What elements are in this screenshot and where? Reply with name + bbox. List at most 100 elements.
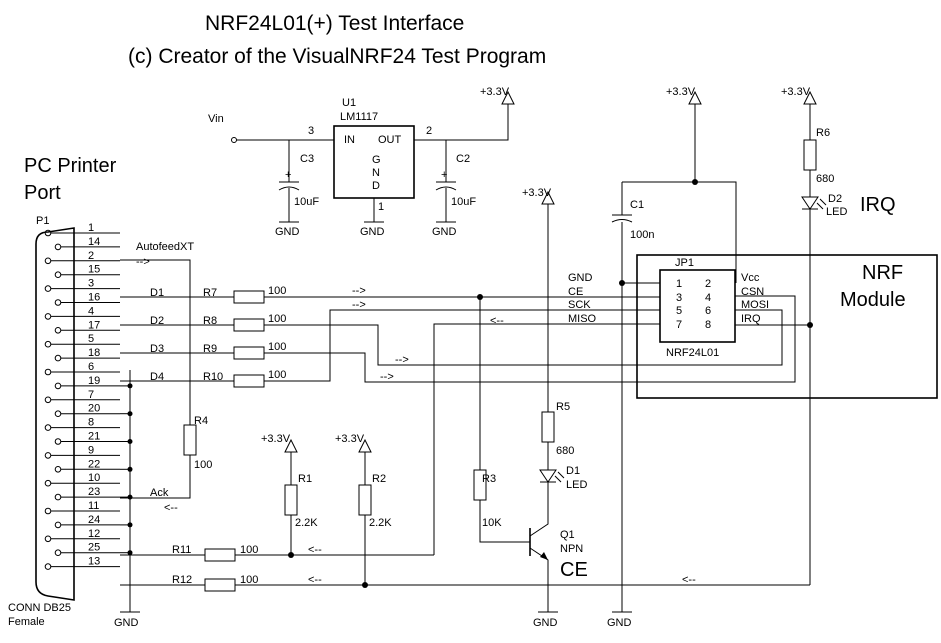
r9-val: 100 (268, 341, 286, 353)
r10-ref: R10 (203, 371, 223, 383)
c1-val: 100n (630, 229, 654, 241)
jp1-right-label: MOSI (741, 299, 769, 311)
lm1117-regulator: U1 LM1117 IN OUT G N D 3 2 1 (308, 97, 432, 213)
pin-hole (54, 243, 62, 251)
jp1-right-label: IRQ (741, 313, 761, 325)
pin-hole (44, 368, 52, 376)
r1-resistor (284, 484, 298, 516)
c1-ref: C1 (630, 199, 644, 211)
gnd-junction (127, 411, 133, 417)
r10-resistor (233, 374, 265, 388)
v33-reg: +3.3V (480, 86, 510, 98)
r11-resistor (204, 548, 236, 562)
r5-ref: R5 (556, 401, 570, 413)
pin-hole (44, 257, 52, 265)
pin-number: 2 (88, 250, 94, 262)
c2-ref: C2 (456, 153, 470, 165)
v33-r6: +3.3V (781, 86, 811, 98)
r9-ref: R9 (203, 343, 217, 355)
pin-number: 8 (88, 417, 94, 429)
r11-ref: R11 (172, 544, 191, 556)
title-line-2: (c) Creator of the VisualNRF24 Test Prog… (128, 45, 546, 68)
autofeed-arrow: --> (136, 256, 150, 268)
r1-ref: R1 (298, 473, 312, 485)
autofeed-wire (120, 259, 191, 425)
pin-number: 12 (88, 528, 100, 540)
conn-gender: Female (8, 616, 45, 628)
r12-ref: R12 (172, 574, 192, 586)
jp1-pin-3: 3 (676, 292, 682, 304)
d2-val: LED (826, 206, 847, 218)
pin-hole (44, 452, 52, 459)
u1-part: LM1117 (340, 111, 378, 123)
title-line-1: NRF24L01(+) Test Interface (205, 12, 464, 35)
r6-val: 680 (816, 173, 834, 185)
pin-leads (51, 232, 120, 568)
irq-label: IRQ (860, 194, 896, 216)
pin-number: 6 (88, 361, 94, 373)
ack-label: Ack (150, 487, 169, 499)
r4-ref: R4 (194, 415, 208, 427)
pin-hole (54, 271, 62, 279)
return-lines (120, 548, 810, 592)
d2-label: D2 (150, 315, 164, 327)
jp1-pin-8: 8 (705, 319, 711, 331)
jp1-header (659, 269, 736, 343)
c3-plus: + (285, 169, 291, 181)
db25-connector: PC Printer Port P1 CONN DB25 Female 1142… (8, 155, 120, 628)
c3-capacitor: C3 + 10uF GND (275, 140, 319, 238)
pin-hole (54, 466, 62, 473)
pin-number: 22 (88, 458, 100, 470)
jp1-pin-5: 5 (676, 305, 682, 317)
r7-resistor (233, 290, 265, 304)
pin-hole (54, 438, 62, 445)
arrow-irq: <-- (682, 574, 696, 586)
r11-val: 100 (240, 544, 258, 556)
pin-hole (44, 563, 52, 570)
pin-numbers: 1142153164175186197208219221023112412251… (88, 222, 100, 568)
jp1-left-label: SCK (568, 299, 591, 311)
gnd-label-q1: GND (533, 617, 558, 629)
pin-number: 5 (88, 333, 94, 345)
gnd-junction (127, 439, 133, 444)
ack-wire (120, 455, 191, 499)
c2-capacitor: C2 + 10uF GND (432, 140, 476, 238)
pin-number: 17 (88, 319, 100, 331)
c3-ref: C3 (300, 153, 314, 165)
gnd-junction (127, 494, 133, 500)
pin-number: 10 (88, 472, 100, 484)
autofeed-label: AutofeedXT (136, 241, 194, 253)
db25-shell (35, 227, 75, 601)
d1-ref: D1 (566, 465, 580, 477)
u1-pin3: 3 (308, 125, 314, 137)
u1-pin1: 1 (378, 201, 384, 213)
r7-ref: R7 (203, 287, 217, 299)
v33-c1: +3.3V (666, 86, 696, 98)
module-gnd-wire (621, 282, 660, 612)
pin-hole (54, 299, 62, 306)
pin-number: 7 (88, 389, 94, 401)
port-ref: P1 (36, 215, 49, 227)
r5-resistor (541, 411, 555, 443)
port-label-2: Port (24, 182, 61, 204)
gnd-junction (127, 383, 133, 389)
r7-val: 100 (268, 285, 286, 297)
r2-resistor (358, 484, 372, 516)
pin-number: 14 (88, 236, 100, 248)
jp1-pin-6: 6 (705, 305, 711, 317)
gnd-label-c3: GND (275, 226, 300, 238)
arrow-csn: --> (380, 371, 394, 383)
c2-val: 10uF (451, 196, 476, 208)
pin-number: 13 (88, 556, 100, 568)
v33-r5: +3.3V (522, 187, 552, 199)
d3-label: D3 (150, 343, 164, 355)
nrf-title-2: Module (840, 289, 906, 311)
q1-type: NPN (560, 543, 583, 555)
gnd-label-u1: GND (360, 226, 385, 238)
r3-resistor (473, 469, 487, 501)
port-label-1: PC Printer (24, 155, 117, 177)
jp1-left-label: CE (568, 286, 583, 298)
pin-number: 25 (88, 542, 100, 554)
